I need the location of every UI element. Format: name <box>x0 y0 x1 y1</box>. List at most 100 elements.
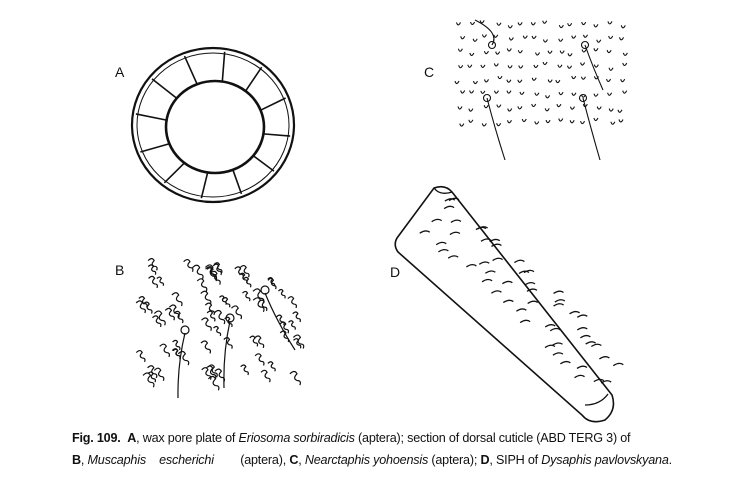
imbrication <box>524 281 536 286</box>
siph-apex <box>433 187 453 194</box>
cuticle-spinule <box>618 37 625 41</box>
cuticle-spinule <box>496 22 502 26</box>
cuticle-spinule <box>496 122 502 127</box>
cuticle-spinule <box>593 117 599 122</box>
cuticle-spinule <box>522 35 528 39</box>
cuticle-spinule <box>558 118 564 122</box>
imbrication <box>612 362 624 367</box>
imbrication <box>523 269 535 274</box>
cuticle-spicule <box>164 307 175 321</box>
imbrication <box>526 288 538 292</box>
cuticle-spinule <box>593 48 599 52</box>
cuticle-spicule <box>252 297 265 313</box>
caption-text: , <box>80 453 88 467</box>
cuticle-spinule <box>542 20 548 24</box>
cuticle-spicule <box>219 295 227 305</box>
cuticle-spinule <box>458 64 464 69</box>
cuticle-spicule <box>258 299 268 312</box>
cuticle-spicule <box>279 321 290 334</box>
cuticle-spicule <box>212 263 222 276</box>
cuticle-spinule <box>593 93 599 97</box>
panel-label-a: A <box>115 64 125 80</box>
fig-number: Fig. 109. <box>72 431 121 445</box>
cuticle-spicule <box>153 367 165 381</box>
cuticle-spinule <box>457 48 463 52</box>
cell-wall <box>221 51 226 82</box>
cuticle-spinule <box>480 90 486 94</box>
cuticle-spinule <box>620 78 626 83</box>
cell-wall <box>263 133 291 137</box>
cuticle-spicule <box>201 367 212 380</box>
cuticle-spicule <box>177 350 190 366</box>
imbrication <box>438 248 449 253</box>
cuticle-spicule <box>267 361 276 372</box>
cell-wall <box>252 155 275 172</box>
hair-base <box>260 285 270 295</box>
imbrication <box>475 226 487 231</box>
imbrication <box>549 327 561 332</box>
imbrication <box>576 314 588 318</box>
cuticle-spinule <box>547 79 553 83</box>
cuticle-spinule <box>468 119 474 123</box>
cuticle-spicule <box>196 278 208 292</box>
imbrication <box>492 257 503 262</box>
cuticle-spinule <box>596 39 602 43</box>
cuticle-spinule <box>622 62 628 67</box>
cuticle-spinule <box>483 79 489 83</box>
species-name: Dysaphis pavlovskyana <box>541 453 669 467</box>
species-name: Nearctaphis yohoensis <box>304 453 429 467</box>
cuticle-spinule <box>531 103 537 108</box>
cuticle-spinule <box>460 36 466 40</box>
cuticle-spicule <box>159 343 171 358</box>
imbrication <box>516 308 527 312</box>
imbrication <box>554 299 566 303</box>
cuticle-spinule <box>517 79 523 83</box>
cuticle-spinule <box>580 62 586 66</box>
cuticle-spinule <box>481 34 487 38</box>
cuticle-spicule <box>239 264 250 278</box>
caption-text: , wax pore plate of <box>136 431 239 445</box>
cuticle-spinule <box>460 90 466 94</box>
cuticle-spinule <box>506 79 512 83</box>
cuticle-spicule <box>289 370 301 386</box>
cuticle-spicule <box>254 353 265 366</box>
cuticle-spinule <box>517 106 523 110</box>
cell-wall <box>260 97 286 111</box>
hair <box>486 97 506 161</box>
cuticle-spinule <box>533 64 539 68</box>
hair <box>223 320 231 389</box>
figure-caption-line-1: Fig. 109. A, wax pore plate of Eriosoma … <box>72 430 631 446</box>
cuticle-spicule <box>148 275 158 289</box>
caption-text: , SIPH of <box>489 453 542 467</box>
cuticle-spinule <box>517 50 523 54</box>
cuticle-spicule <box>242 276 252 288</box>
cuticle-spicule <box>252 288 265 304</box>
siph-flange <box>584 393 609 406</box>
cuticle-spicule <box>213 325 222 337</box>
cuticle-spinule <box>493 90 499 94</box>
cuticle-spicule <box>293 338 302 349</box>
cuticle-spinule <box>469 52 475 56</box>
imbrication <box>491 290 502 294</box>
cuticle-spicule <box>142 372 155 388</box>
cuticle-spinule <box>496 104 502 108</box>
imbrication <box>593 378 605 383</box>
imbrication <box>480 238 492 242</box>
cuticle-spicule <box>288 320 296 330</box>
cuticle-spinule <box>608 108 614 112</box>
cell-wall <box>140 143 170 153</box>
hair <box>584 44 604 91</box>
species-name: Eriosoma sorbiradicis <box>238 431 355 445</box>
imbrication <box>501 280 513 285</box>
hair <box>264 292 296 351</box>
hair <box>177 332 186 399</box>
cuticle-spicule <box>135 349 146 363</box>
hair-base <box>225 313 235 323</box>
cuticle-spinule <box>508 37 514 41</box>
cuticle-spinule <box>556 103 562 108</box>
cuticle-spicule <box>200 290 212 305</box>
caption-label-a: A <box>127 431 137 445</box>
cuticle-spinule <box>608 67 614 71</box>
imbrication <box>544 324 556 328</box>
